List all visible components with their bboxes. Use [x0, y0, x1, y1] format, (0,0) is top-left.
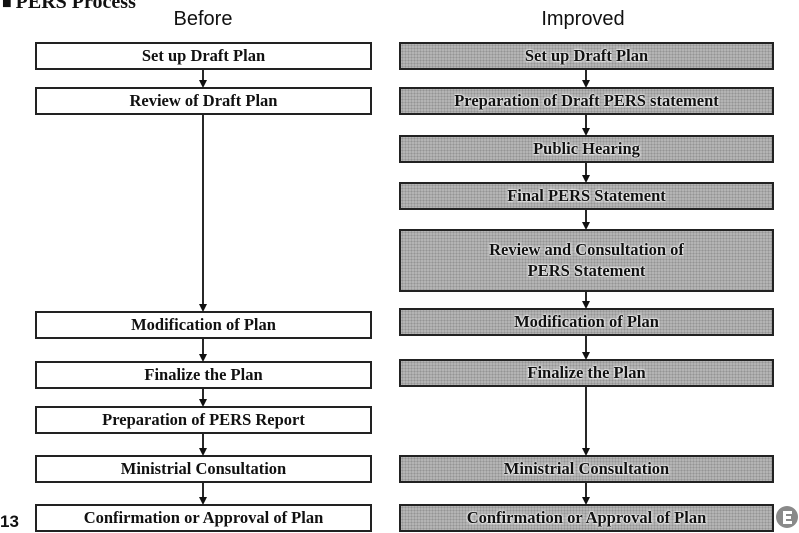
before-column-heading: Before — [173, 8, 233, 30]
improved-step-2: Preparation of Draft PERS statement — [399, 87, 774, 115]
improved-column-heading: Improved — [541, 8, 625, 30]
before-step-5: Preparation of PERS Report — [35, 406, 372, 434]
before-step-3: Modification of Plan — [35, 311, 372, 339]
square-bullet-icon: ■ — [2, 0, 12, 12]
improved-step-5: Review and Consultation of PERS Statemen… — [399, 229, 774, 292]
improved-step-4: Final PERS Statement — [399, 182, 774, 210]
improved-step-6: Modification of Plan — [399, 308, 774, 336]
improved-step-8: Ministrial Consultation — [399, 455, 774, 483]
page-corner-icon — [776, 506, 798, 528]
improved-step-3: Public Hearing — [399, 135, 774, 163]
before-step-1: Set up Draft Plan — [35, 42, 372, 70]
before-step-7: Confirmation or Approval of Plan — [35, 504, 372, 532]
improved-step-9: Confirmation or Approval of Plan — [399, 504, 774, 532]
before-step-2: Review of Draft Plan — [35, 87, 372, 115]
page-title: ■PERS Process — [2, 0, 136, 14]
before-step-4: Finalize the Plan — [35, 361, 372, 389]
improved-step-7: Finalize the Plan — [399, 359, 774, 387]
improved-step-1: Set up Draft Plan — [399, 42, 774, 70]
before-step-6: Ministrial Consultation — [35, 455, 372, 483]
slide-number: 13 — [0, 512, 19, 531]
